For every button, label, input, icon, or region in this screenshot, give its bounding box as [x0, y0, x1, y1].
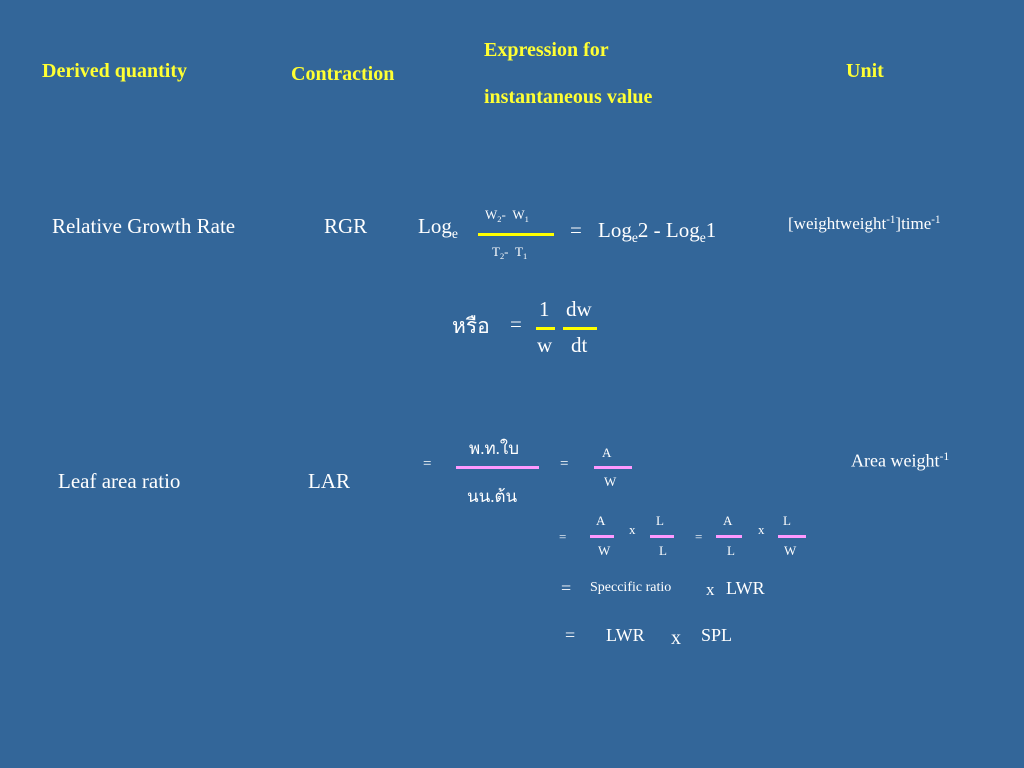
rgr-log: Loge: [418, 214, 458, 241]
lar-row4-lwr: LWR: [606, 625, 645, 645]
rgr-alt-bar1: [536, 327, 555, 330]
rgr-fraction-bar: [478, 233, 554, 236]
rgr-name: Relative Growth Rate: [52, 214, 236, 238]
rgr-equals: =: [570, 218, 582, 242]
lar-frac1-den: นน.ต้น: [467, 487, 518, 506]
lar-row2-bar4: [778, 535, 806, 538]
lar-name: Leaf area ratio: [58, 469, 181, 493]
rgr-unit: [weightweight-1]time-1: [788, 214, 941, 234]
lar-eq1: =: [423, 456, 432, 472]
lar-row3-x: x: [706, 580, 715, 599]
rgr-alt-word: หรือ: [452, 314, 490, 338]
rgr-alt-den1: w: [537, 333, 553, 357]
lar-row2-eq2: =: [695, 529, 703, 544]
header-contraction: Contraction: [291, 63, 395, 85]
lar-row2-l2: L: [783, 513, 791, 528]
lar-abbr: LAR: [308, 469, 350, 493]
lar-row2-w2: W: [784, 543, 797, 558]
lar-row4-x: x: [671, 627, 681, 649]
lar-eq2: =: [560, 456, 569, 472]
header-expression-line2: instantaneous value: [484, 86, 653, 108]
lar-row2-l1: L: [656, 513, 664, 528]
lar-row2-w1: W: [598, 543, 611, 558]
lar-row2-bar1: [590, 535, 614, 538]
lar-row3-lwr: LWR: [726, 578, 765, 598]
lar-row3-eq: =: [561, 578, 572, 598]
rgr-alt-num2: dw: [566, 297, 592, 321]
lar-frac2-num: A: [602, 445, 612, 460]
lar-row2-l1d: L: [659, 543, 667, 558]
lar-row4-eq: =: [565, 625, 576, 645]
lar-frac1-num: พ.ท.ใบ: [469, 439, 520, 458]
lar-row2-bar2: [650, 535, 674, 538]
lar-frac2-den: W: [604, 474, 617, 489]
rgr-abbr: RGR: [324, 214, 368, 238]
rgr-fraction-numerator: W2- W1: [485, 207, 529, 224]
header-expression-line1: Expression for: [484, 39, 609, 61]
lar-row2-a1: A: [596, 513, 606, 528]
lar-unit: Area weight-1: [851, 450, 950, 471]
lar-row2-a2: A: [723, 513, 733, 528]
lar-row2-l2d: L: [727, 543, 735, 558]
rgr-log-difference: Loge2 - Loge1: [598, 218, 717, 245]
rgr-alt-bar2: [563, 327, 597, 330]
lar-frac2-bar: [594, 466, 632, 469]
lar-row2-x2: x: [758, 522, 765, 537]
lar-row2-bar3: [716, 535, 742, 538]
lar-row2-eq1: =: [559, 529, 567, 544]
rgr-alt-num1: 1: [539, 297, 550, 321]
lar-frac1-bar: [456, 466, 539, 469]
lar-row3-label: Speccific ratio: [590, 580, 672, 595]
lar-row4-spl: SPL: [701, 625, 733, 645]
rgr-alt-equals: =: [510, 312, 522, 336]
header-derived-quantity: Derived quantity: [42, 60, 187, 82]
lar-row2-x1: x: [629, 522, 636, 537]
rgr-fraction-denominator: T2- T1: [492, 244, 528, 261]
header-unit: Unit: [846, 60, 884, 82]
rgr-alt-den2: dt: [571, 333, 588, 357]
